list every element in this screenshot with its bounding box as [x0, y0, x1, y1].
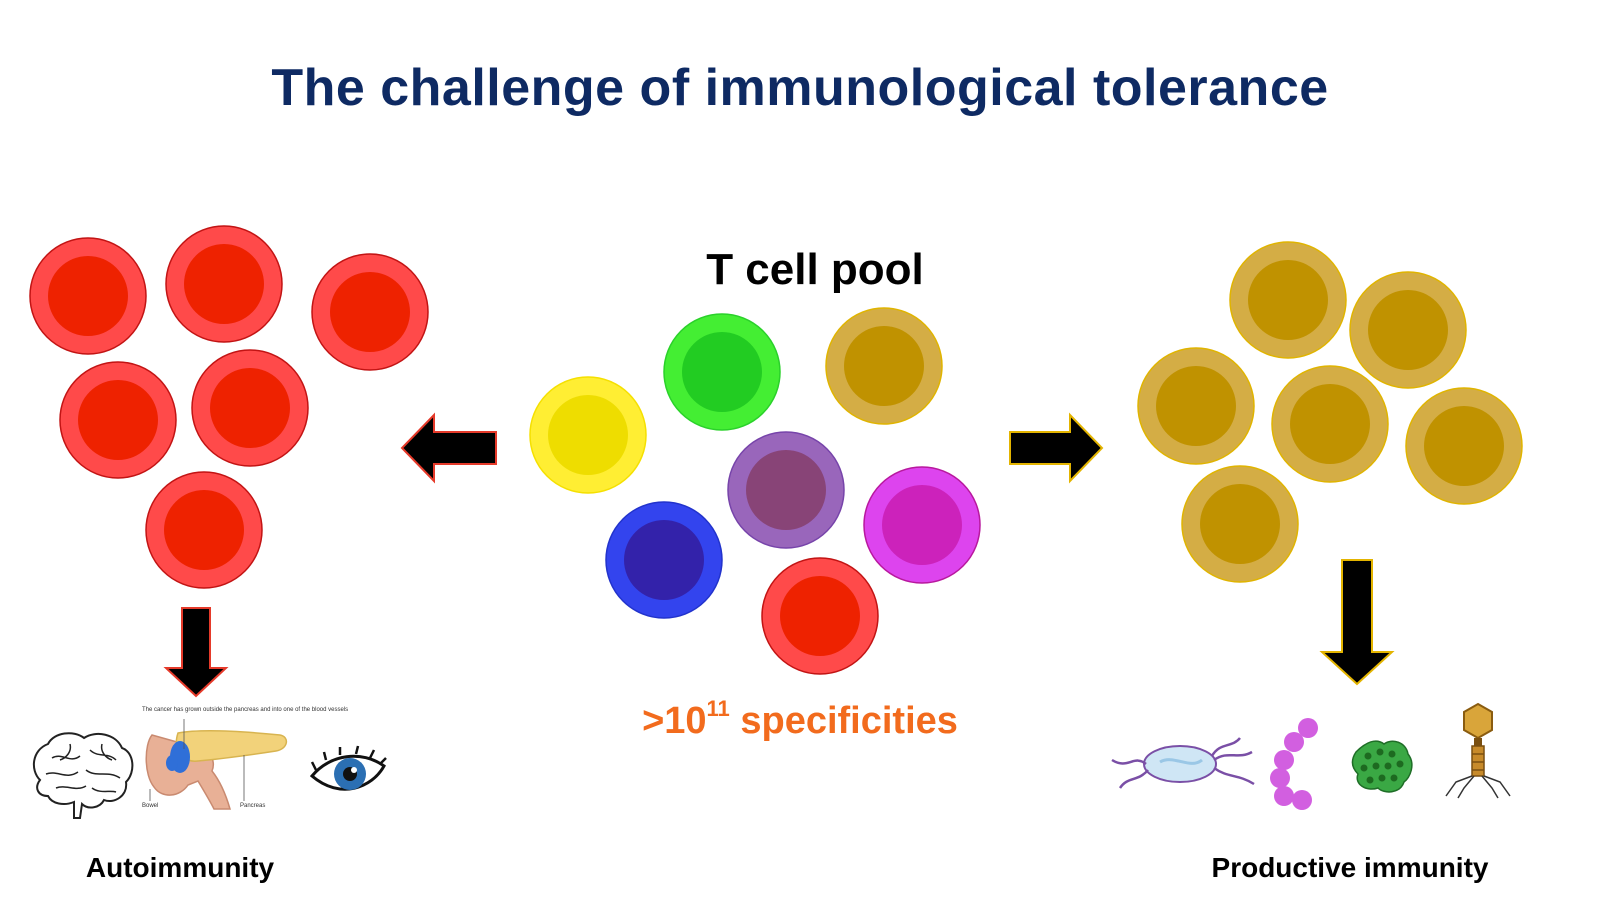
t-cell-green [663, 313, 781, 431]
autoreactive-cell [145, 471, 263, 589]
t-cell-gold [825, 307, 943, 425]
autoreactive-cell [165, 225, 283, 343]
pancreas-icon: The cancer has grown outside the pancrea… [142, 707, 348, 810]
productive-cell [1349, 271, 1467, 389]
t-cell-pool-cluster [529, 307, 981, 675]
slide-title: The challenge of immunological tolerance [271, 59, 1329, 117]
productive-cell [1181, 465, 1299, 583]
t-cell-red [761, 557, 879, 675]
specificities-label: >1011 specificities [600, 696, 1000, 743]
arrow-left-icon [400, 412, 497, 484]
specificities-prefix: >10 [642, 700, 707, 742]
arrow-down-left-icon [163, 607, 229, 698]
bacterium-icon [1111, 737, 1255, 789]
autoreactive-cell [191, 349, 309, 467]
pancreas-note: The cancer has grown outside the pancrea… [142, 707, 348, 713]
productive-immunity-caption: Productive immunity [1211, 852, 1489, 883]
productive-cell [1405, 387, 1523, 505]
t-cell-pool-label: T cell pool [706, 245, 924, 294]
specificities-exponent: 11 [706, 696, 730, 721]
bowel-label: Bowel [142, 803, 158, 809]
brain-icon [32, 732, 134, 819]
t-cell-magenta [863, 466, 981, 584]
autoreactive-cell [59, 361, 177, 479]
streptococcus-icon [1270, 718, 1318, 810]
productive-cell [1229, 241, 1347, 359]
arrow-down-right-icon [1319, 559, 1395, 686]
productive-cell [1137, 347, 1255, 465]
t-cell-blue [605, 501, 723, 619]
autoimmunity-caption: Autoimmunity [85, 852, 275, 883]
eye-icon [309, 745, 387, 791]
arrow-right-icon [1009, 412, 1104, 484]
bacteriophage-icon [1445, 702, 1511, 799]
autoreactive-cell [29, 237, 147, 355]
t-cell-yellow [529, 376, 647, 494]
autoreactive-cell [311, 253, 429, 371]
t-cell-purple [727, 431, 845, 549]
productive-cell-cluster [1137, 241, 1523, 583]
virus-icon [1351, 740, 1413, 793]
productive-cell [1271, 365, 1389, 483]
pancreas-label: Pancreas [240, 803, 265, 809]
specificities-suffix: specificities [729, 700, 958, 742]
autoreactive-cell-cluster [29, 225, 429, 589]
